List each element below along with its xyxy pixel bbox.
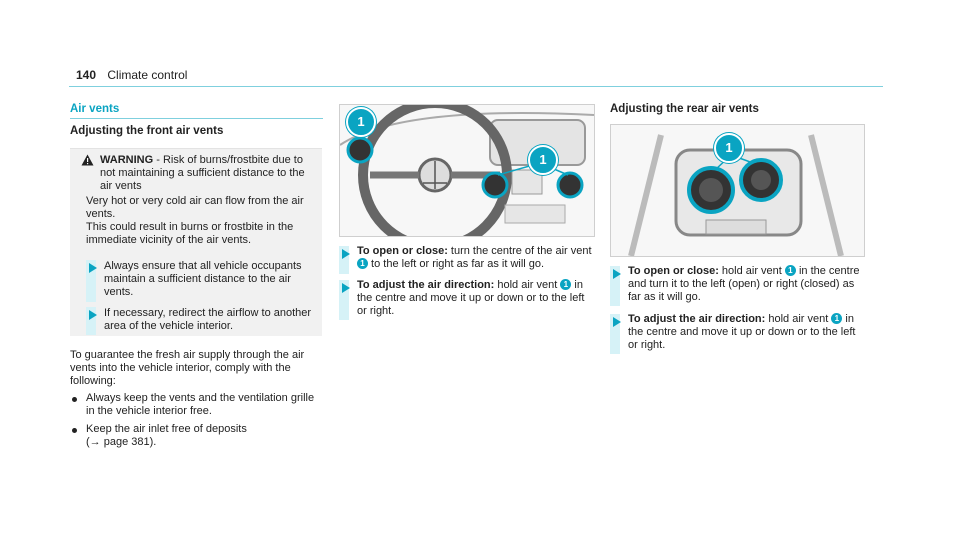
- rear-vents-heading: Adjusting the rear air vents: [610, 103, 759, 115]
- front-vents-illustration: 1 1: [339, 104, 595, 237]
- step-bar: [339, 246, 349, 274]
- front-step-adjust-text-2: in the centre and move it up or down or …: [357, 279, 585, 317]
- step-bar: [610, 314, 620, 354]
- step-arrow-icon: [342, 249, 350, 259]
- callout-1-badge: 1: [831, 313, 843, 324]
- page-number: 140: [76, 68, 97, 82]
- page-header: 140 Climate control: [76, 68, 187, 82]
- bullet-dot: [72, 428, 77, 433]
- callout-1-badge: 1: [357, 258, 368, 269]
- warning-step-1: Always ensure that all vehicle occupants…: [104, 260, 302, 298]
- warning-title-text: - Risk of burns/frostbite due to not mai…: [100, 154, 305, 192]
- callout-1-marker: 1: [528, 145, 558, 175]
- rear-step-open-label: To open or close:: [628, 265, 719, 277]
- callout-1-marker: 1: [714, 133, 744, 163]
- chapter-title: Climate control: [107, 68, 188, 82]
- dashboard-drawing: [340, 105, 594, 236]
- step-arrow-icon: [89, 310, 97, 320]
- front-step-adjust: To adjust the air direction: hold air ve…: [357, 279, 593, 318]
- step-bar: [339, 280, 349, 320]
- step-arrow-icon: [613, 317, 621, 327]
- front-step-open-label: To open or close:: [357, 245, 448, 257]
- warning-label: WARNING: [100, 154, 154, 166]
- intro-paragraph: To guarantee the fresh air supply throug…: [70, 349, 305, 387]
- header-divider: [69, 86, 883, 87]
- callout-1-marker: 1: [346, 107, 376, 137]
- intro-bullet-2: Keep the air inlet free of deposits (→ p…: [86, 423, 316, 449]
- step-arrow-icon: [89, 263, 97, 273]
- callout-1-badge: 1: [784, 265, 796, 276]
- front-step-adjust-label: To adjust the air direction:: [357, 279, 495, 291]
- page-reference-link[interactable]: (→ page 381).: [86, 436, 157, 448]
- rear-step-open-text: hold air vent: [718, 265, 785, 277]
- front-step-open-text: turn the centre of the air vent: [447, 245, 592, 257]
- step-bar: [86, 307, 96, 335]
- intro-bullet-2-text: Keep the air inlet free of deposits: [86, 423, 247, 435]
- intro-bullet-1: Always keep the vents and the ventilatio…: [86, 392, 315, 417]
- warning-body-2: This could result in burns or frostbite …: [86, 221, 294, 246]
- warning-step-2: If necessary, redirect the airflow to an…: [104, 307, 312, 332]
- front-step-adjust-text: hold air vent: [494, 279, 561, 291]
- bullet-dot: [72, 397, 77, 402]
- step-arrow-icon: [342, 283, 350, 293]
- callout-1-badge: 1: [560, 279, 572, 290]
- section-title: Air vents: [70, 103, 120, 115]
- step-bar: [610, 266, 620, 306]
- rear-step-open-text-2: in the centre and turn it to the left (o…: [628, 265, 860, 303]
- rear-vents-illustration: 1: [610, 124, 865, 257]
- front-step-open: To open or close: turn the centre of the…: [357, 245, 593, 271]
- warning-triangle-icon: [81, 154, 94, 166]
- warning-title: WARNING - Risk of burns/frostbite due to…: [100, 154, 315, 193]
- front-step-open-text-2: to the left or right as far as it will g…: [368, 258, 545, 270]
- rear-step-adjust-text: hold air vent: [765, 313, 832, 325]
- rear-step-open: To open or close: hold air vent 1 in the…: [628, 265, 864, 304]
- rear-step-adjust-label: To adjust the air direction:: [628, 313, 766, 325]
- warning-body-1: Very hot or very cold air can flow from …: [86, 195, 304, 220]
- warning-box-border: [70, 148, 322, 149]
- warning-box: [70, 148, 322, 336]
- rear-step-adjust-text-2: in the centre and move it up or down or …: [628, 313, 856, 351]
- front-vents-heading: Adjusting the front air vents: [70, 125, 224, 137]
- step-bar: [86, 260, 96, 302]
- section-divider: [70, 118, 323, 119]
- step-arrow-icon: [613, 269, 621, 279]
- rear-step-adjust: To adjust the air direction: hold air ve…: [628, 313, 864, 352]
